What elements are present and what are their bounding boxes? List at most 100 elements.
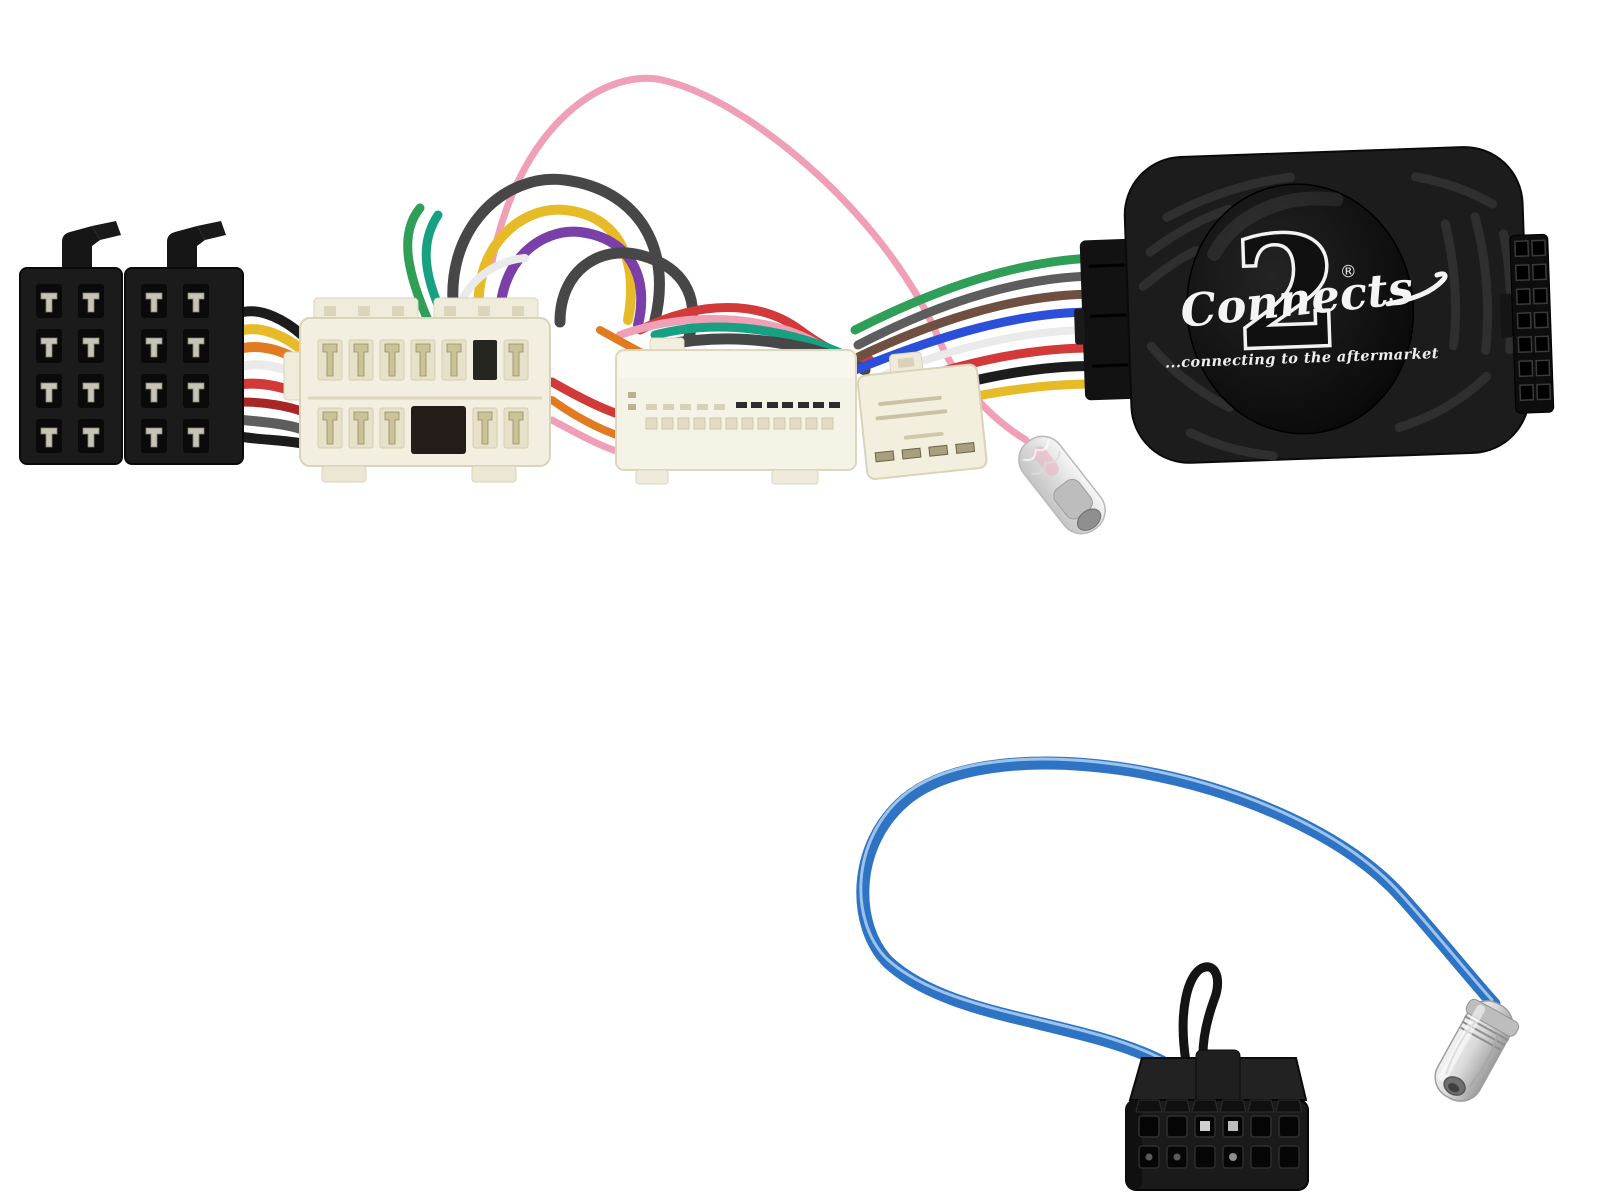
- pin: [35, 418, 63, 454]
- iso-body: [19, 267, 123, 465]
- pin: [182, 373, 210, 409]
- label-line: [903, 431, 944, 440]
- pin: [182, 283, 210, 319]
- pin: [35, 283, 63, 319]
- pin: [182, 328, 210, 364]
- side-socket: [1499, 233, 1555, 414]
- crinkle: [1022, 439, 1050, 462]
- marking: [628, 392, 636, 398]
- small-cream-plug: [856, 351, 988, 480]
- pin: [77, 328, 105, 364]
- stub-notch: [1074, 308, 1086, 345]
- pin: [140, 373, 168, 409]
- pin: [140, 418, 168, 454]
- latch-slot: [897, 357, 915, 368]
- foot: [321, 465, 367, 483]
- plug-body: [1125, 1099, 1309, 1191]
- body: [856, 363, 988, 480]
- socket-latch: [1499, 293, 1514, 338]
- antenna-adapter-lead: [856, 756, 1520, 1191]
- iso-connector-pair: [19, 221, 244, 465]
- slot: [680, 404, 691, 410]
- antenna-cable-highlight: [859, 757, 1494, 1060]
- pin: [140, 283, 168, 319]
- label-line: [878, 395, 942, 407]
- wire-dark-red: [238, 397, 309, 417]
- slot: [663, 404, 674, 410]
- wire-white: [458, 254, 529, 304]
- socket-holes: [1514, 239, 1552, 402]
- pin-glint: [1228, 1121, 1238, 1131]
- swc-interface-box: 2 Connects ® ...connecting to the afterm…: [1074, 146, 1555, 464]
- slot-dark: [813, 402, 824, 408]
- slot-dark: [798, 402, 809, 408]
- pin: [348, 407, 374, 449]
- crinkle: [1031, 451, 1061, 475]
- slot-dark: [829, 402, 840, 408]
- seam: [1468, 1034, 1499, 1088]
- slot-dark: [767, 402, 778, 408]
- slot-dark: [782, 402, 793, 408]
- slot: [646, 404, 657, 410]
- logo-numeral: 2: [1232, 204, 1342, 384]
- pin: [35, 373, 63, 409]
- plug-12pin: [1125, 962, 1309, 1191]
- iso-plug-right: [124, 221, 244, 465]
- wire-purple: [494, 226, 647, 330]
- iso-latch-hook: [197, 221, 226, 240]
- pin: [182, 418, 210, 454]
- foot: [771, 469, 819, 485]
- pin: [35, 328, 63, 364]
- side-shade: [1126, 1100, 1142, 1190]
- antenna-cable: [856, 756, 1501, 1069]
- empty-cavity: [473, 340, 497, 380]
- pin: [348, 339, 374, 381]
- din-opening-core: [1448, 1083, 1460, 1093]
- bullet-terminal: [1018, 435, 1106, 535]
- pink-core: [1032, 446, 1059, 476]
- label-line: [875, 409, 948, 421]
- pin-glint: [1229, 1153, 1237, 1161]
- iso-latch-hook: [92, 221, 121, 240]
- pin: [472, 407, 498, 449]
- slot-dark: [736, 402, 747, 408]
- wire-red: [547, 377, 623, 419]
- cream-plug-24pin: [615, 337, 857, 485]
- body-top-face: [618, 352, 854, 378]
- rail-notch: [512, 306, 524, 316]
- registered-mark: ®: [1340, 262, 1358, 283]
- wire-green: [403, 203, 435, 330]
- slot-dark: [751, 402, 762, 408]
- rail-notch: [478, 306, 490, 316]
- pin-glint: [1173, 1153, 1181, 1161]
- rail-notch: [444, 306, 456, 316]
- pin-glint: [1145, 1153, 1153, 1161]
- iso-latch: [167, 226, 205, 268]
- wire-brown: [847, 289, 1097, 365]
- box-ridges: [1138, 172, 1516, 461]
- input-stub: [1079, 238, 1137, 401]
- iso-wire-bundle: [238, 306, 309, 449]
- iso-plug-left: [19, 221, 123, 465]
- badge-gloss: [1207, 191, 1344, 261]
- barrel-highlight: [1438, 1004, 1486, 1082]
- logo-swash: [1385, 271, 1448, 307]
- pin: [77, 283, 105, 319]
- pin: [379, 407, 405, 449]
- rail-notch: [358, 306, 370, 316]
- marking: [628, 404, 636, 410]
- stub-groove: [1090, 313, 1127, 318]
- pin: [441, 339, 467, 381]
- slot: [697, 404, 708, 410]
- foot: [635, 469, 669, 485]
- pin-towers: [1135, 1099, 1303, 1169]
- wire-black: [238, 306, 307, 340]
- wire-gray: [238, 415, 309, 435]
- stub-groove: [1091, 363, 1129, 368]
- stub-groove: [1088, 263, 1125, 268]
- pin: [503, 407, 529, 449]
- wire-black-2: [238, 432, 309, 449]
- pin: [317, 339, 343, 381]
- pin: [77, 373, 105, 409]
- center-cavity: [411, 406, 466, 454]
